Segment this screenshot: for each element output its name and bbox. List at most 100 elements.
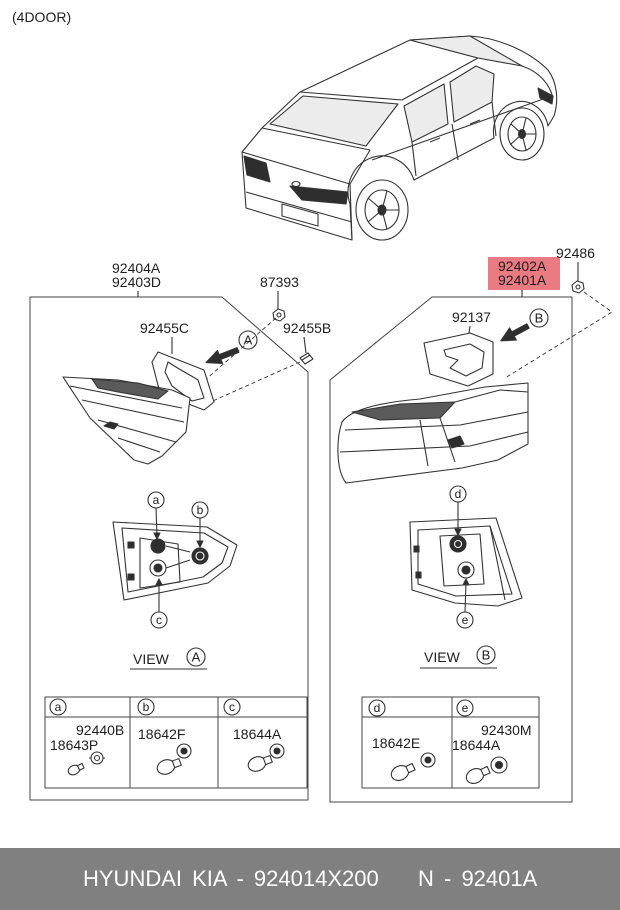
table-key-b: b (143, 700, 150, 714)
socket-d (449, 535, 467, 553)
marker-circle-icon (456, 611, 474, 629)
bulb-socket-icon (420, 752, 436, 768)
trunk-lid (261, 127, 371, 185)
socket-a (150, 538, 166, 554)
marker-circle-icon (456, 699, 474, 717)
ball-bulb-icon (247, 755, 273, 772)
hex-nut-icon (571, 280, 585, 294)
socket-part-number: 92430M (481, 722, 532, 738)
ball-bulb-icon (465, 765, 491, 784)
install-line (504, 291, 613, 379)
ball-bulb-icon (390, 762, 416, 781)
footer-reference: N - 92401A (418, 866, 538, 891)
door-handles (429, 119, 481, 143)
right-group-border (329, 296, 573, 803)
marker-circle-icon (191, 501, 209, 519)
socket-marker-e: e (462, 613, 469, 627)
right-nut-part-number: 92486 (556, 245, 595, 261)
socket-e (457, 561, 475, 579)
variant-label: (4DOOR) (12, 9, 71, 25)
marker-circle-icon (147, 491, 165, 509)
callout-circle-icon (238, 330, 258, 350)
install-line (195, 317, 277, 389)
arrow-left-icon (205, 347, 240, 365)
left-fastener-part-number: 92455B (283, 320, 331, 336)
bulb-part-number: 18643P (50, 737, 98, 753)
car-right-tail-lamp (289, 185, 349, 205)
bulb-part-number: 18644A (233, 726, 282, 742)
front-wheel (499, 107, 545, 161)
gasket-right (423, 332, 494, 387)
callout-circle-icon (529, 308, 549, 328)
bulb-part-number: 18642E (372, 735, 420, 751)
wedge-bulb-icon (67, 762, 85, 776)
parts-diagram: (4DOOR) (12, 9, 613, 803)
view-b-marker: B (482, 648, 491, 663)
highlight-box (488, 257, 560, 290)
table-key-a: a (55, 700, 62, 714)
left-assembly-parts (62, 291, 314, 465)
license-plate-recess (281, 203, 319, 227)
outer-tail-lamp-right (337, 382, 529, 484)
view-a-marker: A (192, 650, 201, 665)
rear-wheel (355, 179, 409, 241)
socket-marker-b: b (197, 503, 204, 517)
hood-edge (521, 65, 554, 99)
marker-circle-icon (150, 611, 168, 629)
rear-window (269, 95, 399, 147)
socket-marker-d: d (455, 487, 462, 501)
view-a-label: VIEW (133, 651, 170, 667)
bulb-socket-icon (490, 756, 508, 774)
socket-marker-c: c (156, 613, 162, 627)
bulb-socket-icon (176, 743, 192, 759)
marker-circle-icon (49, 698, 67, 716)
clip-fastener-icon (299, 352, 314, 365)
install-line (205, 361, 301, 405)
door-cut-lines (411, 101, 497, 177)
bulb-part-number: 18642F (138, 726, 185, 742)
inner-tail-lamp-left (62, 376, 191, 465)
socket-marker-a: a (153, 493, 160, 507)
right-assembly-frame (329, 290, 573, 803)
trunk-emblem (291, 180, 301, 188)
front-side-window (449, 65, 495, 123)
left-assembly-part-number: 92403D (112, 274, 161, 290)
left-gasket-part-number: 92455C (140, 320, 189, 336)
table-key-d: d (374, 701, 381, 715)
table-key-e: e (462, 701, 469, 715)
right-assembly-part-number: 92401A (498, 272, 547, 288)
right-assembly-part-number: 92402A (498, 258, 547, 274)
fastener-leader (303, 336, 307, 354)
right-gasket-part-number: 92137 (452, 309, 491, 325)
view-a-lamp-rear (112, 491, 238, 670)
marker-circle-icon (368, 699, 386, 717)
right-bulb-table (361, 696, 540, 789)
marker-circle-icon (476, 645, 496, 665)
socket-part-number: 92440B (76, 722, 124, 738)
footer-bar: HYUNDAI KIA - 924014X200 N - 92401A (0, 848, 620, 910)
ball-bulb-icon (156, 758, 182, 775)
marker-circle-icon (223, 698, 241, 716)
headlamp (537, 87, 554, 105)
bulb-part-number: 18644A (452, 737, 501, 753)
right-assembly-parts (337, 262, 613, 484)
view-b-label: VIEW (424, 649, 461, 665)
marker-circle-icon (186, 647, 206, 667)
rear-bumper-line (245, 191, 353, 223)
left-assembly-frame (29, 291, 309, 801)
view-b-lamp-rear (409, 485, 523, 669)
vehicle-illustration (241, 35, 558, 241)
car-left-tail-lamp (243, 155, 271, 183)
view-callout-a: A (244, 333, 253, 348)
left-assembly-part-number: 92404A (112, 260, 161, 276)
left-bulb-table (44, 696, 308, 789)
left-nut-part-number: 87393 (260, 274, 299, 290)
footer-part-line: HYUNDAI KIA - 924014X200 (83, 866, 379, 891)
bulb-socket-icon (269, 743, 285, 759)
table-key-c: c (229, 700, 235, 714)
rear-side-window (403, 83, 449, 143)
marker-circle-icon (137, 698, 155, 716)
socket-b (191, 547, 209, 565)
view-callout-b: B (535, 311, 544, 326)
bulb-socket-icon (89, 751, 105, 765)
